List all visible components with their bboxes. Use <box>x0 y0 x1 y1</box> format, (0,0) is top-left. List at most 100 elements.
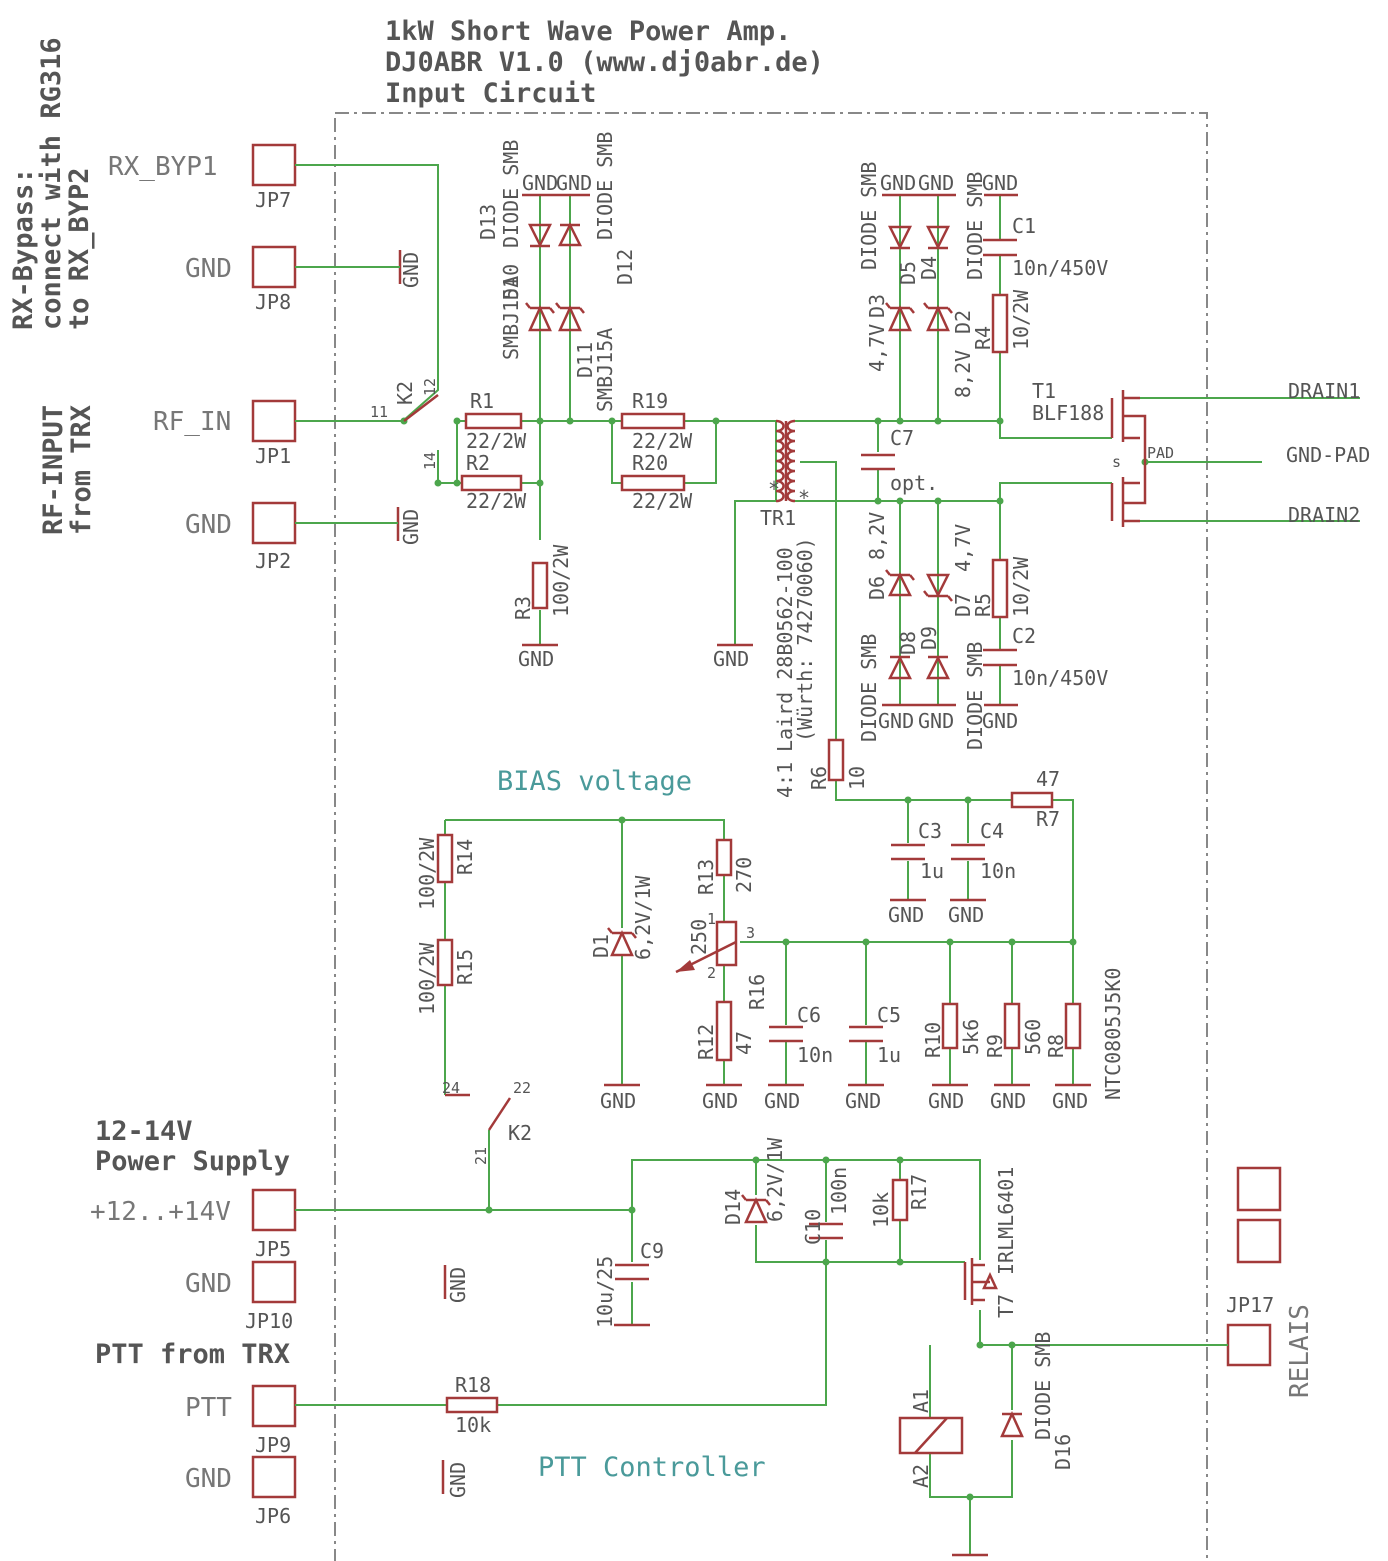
svg-text:K2: K2 <box>508 1121 532 1145</box>
diode-d7: D7 4,7V <box>923 524 975 617</box>
svg-text:T7: T7 <box>994 1294 1018 1318</box>
capacitor-c7: C7 opt. <box>861 426 938 495</box>
resistor-r19: R19 22/2W <box>620 389 693 453</box>
svg-text:R19: R19 <box>632 389 668 413</box>
svg-text:47: 47 <box>1036 767 1060 791</box>
board-frame <box>334 112 1208 1561</box>
svg-text:RELAIS: RELAIS <box>1285 1304 1315 1398</box>
svg-text:R16: R16 <box>745 974 769 1010</box>
diode-d10: D10 SMBJ15A <box>499 264 555 360</box>
svg-text:10n: 10n <box>797 1043 833 1067</box>
svg-text:GND: GND <box>1052 1089 1088 1113</box>
svg-text:D3: D3 <box>865 294 889 318</box>
ptt-note: PTT from TRX <box>95 1339 290 1370</box>
connector-jp7[interactable]: RX_BYP1 JP7 <box>108 143 297 212</box>
diode-d4: D4 DIODE SMB <box>917 172 987 280</box>
svg-text:GND: GND <box>518 647 554 671</box>
svg-text:12: 12 <box>421 378 439 396</box>
svg-text:C5: C5 <box>877 1003 901 1027</box>
diode-d11: D11 SMBJ15A <box>555 302 617 412</box>
connector-jp5[interactable]: +12..+14V JP5 <box>90 1188 297 1261</box>
svg-text:4,7V: 4,7V <box>865 324 889 372</box>
capacitor-c4: C4 10n <box>951 819 1016 883</box>
resistor-r20: R20 22/2W <box>620 451 693 513</box>
svg-text:RX_BYP1: RX_BYP1 <box>108 152 218 182</box>
svg-text:DRAIN1: DRAIN1 <box>1288 379 1360 403</box>
resistor-r7: 47 R7 <box>1010 767 1060 831</box>
connector-jp8[interactable]: GND JP8 <box>185 245 297 314</box>
connector-jp9[interactable]: PTT JP9 <box>185 1384 297 1457</box>
svg-text:D9: D9 <box>917 626 941 650</box>
svg-text:K2: K2 <box>393 381 417 405</box>
title-line-2: DJ0ABR V1.0 (www.dj0abr.de) <box>385 47 824 78</box>
svg-text:*: * <box>768 477 780 501</box>
diode-d9: D9 DIODE SMB <box>917 626 987 750</box>
svg-text:GND: GND <box>918 171 954 195</box>
resistor-r8: R8 NTC0805J5K0 <box>1044 968 1125 1100</box>
svg-text:RF-INPUT: RF-INPUT <box>38 405 69 535</box>
svg-text:10/2W: 10/2W <box>1009 289 1033 350</box>
connector-jp17[interactable]: JP17 RELAIS <box>1226 1293 1315 1398</box>
svg-text:JP1: JP1 <box>255 444 291 468</box>
svg-text:22/2W: 22/2W <box>466 429 527 453</box>
svg-text:C7: C7 <box>890 426 914 450</box>
diode-d6: D6 8,2V <box>865 512 915 600</box>
power-note-1: 12-14V <box>95 1116 193 1147</box>
section-ptt-label: PTT Controller <box>538 1452 766 1483</box>
diode-d12: DIODE SMB D12 <box>557 132 637 285</box>
svg-text:R15: R15 <box>453 949 477 985</box>
connector-jp1[interactable]: RF_IN JP1 <box>153 399 297 468</box>
svg-text:C2: C2 <box>1012 624 1036 648</box>
svg-text:10: 10 <box>845 766 869 790</box>
svg-text:opt.: opt. <box>890 471 938 495</box>
svg-text:DIODE SMB: DIODE SMB <box>1031 1332 1055 1440</box>
svg-text:A2: A2 <box>909 1464 933 1488</box>
svg-text:R4: R4 <box>971 326 995 350</box>
section-bias-label: BIAS voltage <box>497 766 692 797</box>
svg-text:GND: GND <box>764 1089 800 1113</box>
svg-text:JP7: JP7 <box>255 188 291 212</box>
svg-text:GND: GND <box>878 709 914 733</box>
svg-text:C6: C6 <box>797 1003 821 1027</box>
svg-text:100/2W: 100/2W <box>415 837 439 910</box>
svg-text:250: 250 <box>687 919 711 955</box>
svg-text:2: 2 <box>707 964 716 982</box>
svg-text:C9: C9 <box>640 1239 664 1263</box>
svg-text:+12..+14V: +12..+14V <box>90 1197 231 1227</box>
svg-text:D2: D2 <box>951 310 975 334</box>
svg-text:GND: GND <box>982 171 1018 195</box>
svg-text:3: 3 <box>746 924 755 942</box>
svg-text:C3: C3 <box>918 819 942 843</box>
svg-text:R7: R7 <box>1036 807 1060 831</box>
svg-text:10n: 10n <box>980 859 1016 883</box>
diode-d3: D3 4,7V <box>865 294 915 372</box>
svg-text:D5: D5 <box>896 261 920 285</box>
svg-text:(Würth: 74270060): (Würth: 74270060) <box>793 537 817 742</box>
svg-text:C1: C1 <box>1012 214 1036 238</box>
connector-jp2[interactable]: GND JP2 <box>185 501 297 573</box>
svg-text:R20: R20 <box>632 451 668 475</box>
svg-text:R12: R12 <box>694 1024 718 1060</box>
svg-text:R14: R14 <box>453 839 477 875</box>
svg-text:*: * <box>798 486 810 510</box>
svg-text:JP8: JP8 <box>255 290 291 314</box>
svg-text:IRLML6401: IRLML6401 <box>994 1167 1018 1275</box>
connector-jp6[interactable]: GND JP6 <box>185 1455 297 1528</box>
resistor-r18: R18 10k <box>445 1373 499 1437</box>
diode-d16: DIODE SMB D16 <box>1000 1332 1075 1470</box>
svg-text:from TRX: from TRX <box>66 405 97 535</box>
svg-text:10k: 10k <box>869 1192 893 1228</box>
svg-text:GND-PAD: GND-PAD <box>1286 443 1370 467</box>
svg-text:GND: GND <box>948 903 984 927</box>
mount-pad-1 <box>1236 1166 1282 1212</box>
diode-d14: D14 6,2V/1W <box>721 1137 787 1225</box>
svg-text:DIODE SMB: DIODE SMB <box>499 140 523 248</box>
svg-text:D12: D12 <box>613 249 637 285</box>
capacitor-c1: C1 10n/450V <box>983 214 1108 280</box>
svg-text:GND: GND <box>928 1089 964 1113</box>
resistor-r12: R12 47 <box>694 1000 756 1062</box>
connector-jp10[interactable]: GND JP10 <box>185 1260 297 1333</box>
capacitor-c3: C3 1u <box>891 819 944 883</box>
svg-text:4,7V: 4,7V <box>951 524 975 572</box>
svg-text:6,2V/1W: 6,2V/1W <box>763 1137 787 1222</box>
